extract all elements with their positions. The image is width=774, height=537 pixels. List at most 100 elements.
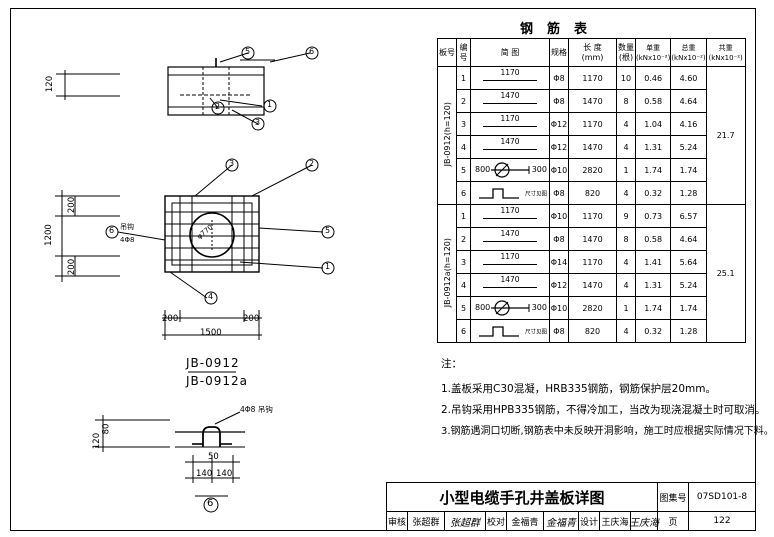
hook-label: 吊钩 [120,223,134,231]
reviewer-signature: 张超群 [444,511,486,531]
cell-sum-weight: 25.1 [705,204,746,343]
cell-unit-weight: 0.58 [634,89,672,113]
cell-qty: 4 [616,273,636,297]
header-sum-weight: 共重(kNx10⁻²) [705,38,746,67]
detail-width: 50 [208,452,219,462]
cell-unit-weight: 0.32 [634,181,672,205]
detail-height-1: 120 [92,432,103,450]
board-cell: JB-0912(h=120) [437,66,457,205]
note-item: 3.钢筋遇洞口切断,钢筋表中未反映开洞影响，施工时应根据实际情况下料。 [441,426,774,437]
sketch-right: 300 [531,303,547,312]
atlas-no: 07SD101-8 [688,482,756,512]
reviewer: 张超群 [407,511,445,531]
cell-qty: 4 [616,135,636,159]
cell-sketch: 1470 [470,227,550,251]
cell-no: 5 [456,296,471,320]
cell-total-weight: 1.28 [670,319,707,343]
hook-spec: 4Φ8 [120,236,135,244]
cell-total-weight: 4.16 [670,112,707,136]
drawing-frame [10,8,756,531]
cell-sketch: 1170 [470,112,550,136]
cell-qty: 8 [616,89,636,113]
straight-bar [483,126,537,127]
cell-no: 6 [456,181,471,205]
dim-plan-width: 1500 [200,328,222,338]
cell-total-weight: 5.24 [670,135,707,159]
cell-unit-weight: 1.74 [634,296,672,320]
review-label: 审核 [386,511,408,531]
cell-unit-weight: 1.04 [634,112,672,136]
cell-qty: 4 [616,319,636,343]
caption-line1: JB-0912 [186,356,240,370]
cell-no: 1 [456,66,471,90]
straight-bar [483,80,537,81]
cell-spec: Φ8 [549,319,569,343]
cell-sketch: 1170 [470,66,550,90]
cell-unit-weight: 0.58 [634,227,672,251]
cell-length: 1470 [568,227,617,251]
sketch-length: 1170 [500,114,520,123]
cell-qty: 4 [616,112,636,136]
cell-no: 1 [456,204,471,228]
sketch-length: 1470 [500,229,520,238]
cell-total-weight: 4.60 [670,66,707,90]
cell-qty: 4 [616,250,636,274]
cell-qty: 4 [616,181,636,205]
board-label: JB-0912(h=120) [442,102,452,167]
callout-label: 3 [255,118,261,127]
cell-no: 4 [456,135,471,159]
cell-length: 1170 [568,250,617,274]
cell-unit-weight: 1.31 [634,135,672,159]
dim-plan-left-edge: 200 [162,314,179,324]
designer-signature: 王庆海 [629,511,659,531]
detail-height-2: 80 [101,423,112,435]
note-item: 2.吊钩采用HPB335钢筋，不得冷加工，当改为现浇混凝土时可取消。 [441,404,766,416]
cell-spec: Φ10 [549,296,569,320]
cell-total-weight: 4.64 [670,227,707,251]
check-label: 校对 [485,511,507,531]
cell-no: 2 [456,227,471,251]
sketch-length: 1470 [500,137,520,146]
cell-spec: Φ12 [549,135,569,159]
designer: 王庆海 [599,511,631,531]
cell-spec: Φ8 [549,66,569,90]
cell-total-weight: 5.24 [670,273,707,297]
cell-length: 2820 [568,158,617,182]
detail-callout: 6 [207,498,214,509]
callout-label: 2 [215,102,221,111]
cell-length: 1170 [568,112,617,136]
sketch-left: 800 [475,165,491,174]
straight-bar [483,264,537,265]
sketch-right: 300 [531,165,547,174]
straight-bar [483,218,537,219]
callout-label: 1 [267,100,273,109]
cell-qty: 9 [616,204,636,228]
callout-label: 6 [109,226,115,235]
design-label: 设计 [578,511,600,531]
detail-left: 140 [196,469,213,479]
cell-qty: 8 [616,227,636,251]
cell-no: 5 [456,158,471,182]
cell-spec: Φ10 [549,204,569,228]
hook-bar-sketch [478,326,519,337]
detail-spec: 4Φ8 吊钩 [240,405,273,414]
cell-length: 1170 [568,66,617,90]
cell-no: 3 [456,250,471,274]
cell-spec: Φ12 [549,112,569,136]
cell-total-weight: 1.74 [670,296,707,320]
dim-top-height: 120 [45,75,56,93]
cell-spec: Φ8 [549,227,569,251]
cell-sketch: 1170 [470,204,550,228]
dim-plan-height: 1200 [43,224,54,246]
header-unit-weight: 单重(kNx10⁻²) [634,38,672,67]
cell-spec: Φ12 [549,273,569,297]
cell-no: 6 [456,319,471,343]
detail-right: 140 [216,469,233,479]
sketch-length: 1170 [500,68,520,77]
